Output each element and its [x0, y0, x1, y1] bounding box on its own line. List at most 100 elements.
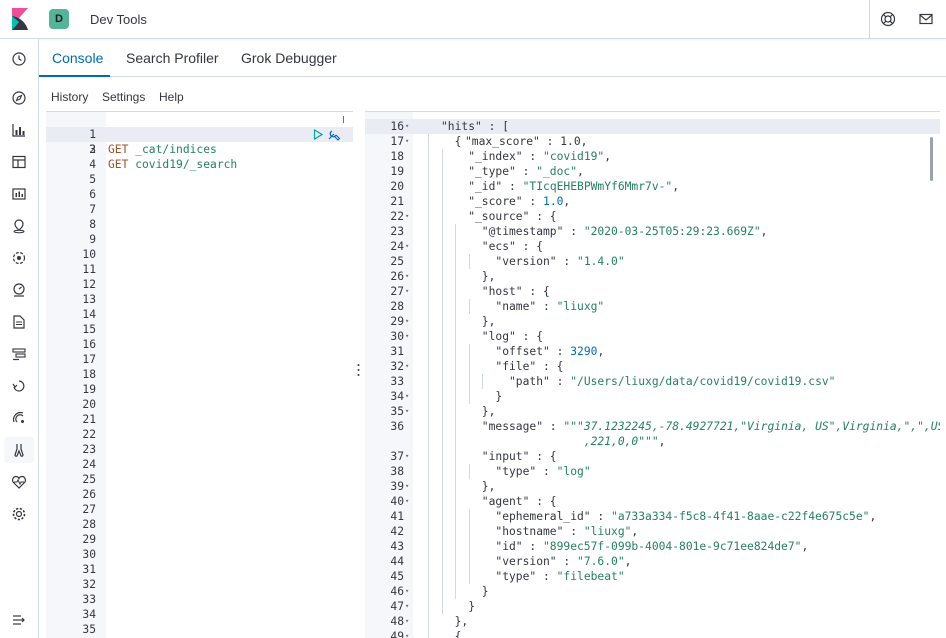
fold-toggle-icon[interactable]: ▾ — [405, 497, 410, 505]
indent-guide — [428, 389, 429, 404]
code-token: "TIcqEHEBPWmYf6Mmr7v-" — [522, 180, 673, 193]
code-token: , — [672, 180, 680, 193]
apm-icon[interactable] — [11, 346, 27, 362]
kibana-logo[interactable] — [10, 8, 30, 30]
line-number: 21 — [390, 195, 404, 208]
line-number: 31 — [390, 345, 404, 358]
settings-link[interactable]: Settings — [102, 90, 146, 104]
output-line: 40▾"agent" : { — [365, 494, 940, 509]
fold-toggle-icon[interactable]: ▾ — [405, 362, 410, 370]
line-number: 47 — [390, 600, 404, 613]
fold-toggle-icon[interactable]: ▾ — [405, 317, 410, 325]
tab-search-profiler[interactable]: Search Profiler — [126, 50, 219, 66]
line-number: 24 — [390, 240, 404, 253]
code-token: "7.6.0" — [577, 555, 625, 568]
line-number: 28 — [390, 300, 404, 313]
history-link[interactable]: History — [51, 90, 89, 104]
editor-line[interactable]: 1 GET _cat/indices — [46, 112, 217, 156]
logs-icon[interactable] — [11, 314, 27, 330]
indent-guide — [455, 314, 457, 329]
fold-toggle-icon[interactable]: ▾ — [405, 287, 410, 295]
canvas-icon[interactable] — [11, 186, 27, 202]
fold-toggle-icon[interactable]: ▾ — [405, 407, 410, 415]
output-code: } — [468, 599, 475, 614]
indent-guide — [455, 509, 457, 524]
fold-toggle-icon[interactable]: ▾ — [405, 617, 410, 625]
fold-toggle-icon[interactable]: ▾ — [405, 632, 410, 638]
compass-icon[interactable] — [11, 90, 27, 106]
fold-toggle-icon[interactable]: ▾ — [405, 392, 410, 400]
line-number: 11 — [82, 263, 96, 276]
fold-toggle-icon[interactable]: ▾ — [405, 332, 410, 340]
clock-icon[interactable] — [11, 51, 27, 67]
monitoring-icon[interactable] — [11, 474, 27, 490]
fold-toggle-icon[interactable]: ▾ — [405, 587, 410, 595]
play-icon[interactable] — [313, 129, 323, 140]
output-line: 31"offset" : 3290, — [365, 344, 940, 359]
line-number: 29 — [390, 315, 404, 328]
fold-toggle-icon[interactable]: ▾ — [405, 137, 410, 145]
fold-toggle-icon[interactable]: ▾ — [405, 452, 410, 460]
tab-console[interactable]: Console — [52, 50, 104, 66]
indent-guide — [428, 284, 429, 299]
fold-toggle-icon[interactable]: ▾ — [405, 122, 410, 130]
line-number: 24 — [82, 458, 96, 471]
ml-icon[interactable] — [11, 250, 27, 266]
line-number: 49 — [390, 630, 404, 638]
metrics-icon[interactable] — [11, 282, 27, 298]
fold-toggle-icon[interactable]: ▾ — [405, 272, 410, 280]
code-token: ,221,0,0""" — [481, 435, 659, 448]
http-method: GET — [108, 143, 129, 156]
siem-icon[interactable] — [11, 410, 27, 426]
code-token: "message" : — [481, 420, 564, 433]
code-token: "version" : — [495, 555, 578, 568]
output-line: 22▾"_source" : { — [365, 209, 940, 224]
code-token: "899ec57f-099b-4004-801e-9c71ee824de7" — [543, 540, 802, 553]
indent-guide — [455, 539, 457, 554]
code-token: , — [658, 435, 666, 448]
code-token: "agent" : { — [481, 495, 557, 508]
response-output[interactable]: 15 "max_score" : 1.0, 16▾"hits" : [17▾{1… — [365, 111, 940, 638]
wrench-icon[interactable] — [327, 128, 341, 141]
dev-tools-icon[interactable] — [11, 442, 27, 458]
line-number: 10 — [82, 248, 96, 261]
fold-toggle-icon[interactable]: ▾ — [405, 602, 410, 610]
output-line: 39▾}, — [365, 479, 940, 494]
output-code: "message" : """37.1232245,-78.4927721,"V… — [482, 419, 940, 434]
tab-grok-debugger[interactable]: Grok Debugger — [241, 50, 337, 66]
gear-icon[interactable] — [11, 506, 27, 522]
dashboard-icon[interactable] — [11, 154, 27, 170]
output-code: "_id" : "TIcqEHEBPWmYf6Mmr7v-", — [468, 179, 679, 194]
help-icon[interactable] — [880, 11, 896, 27]
output-line: 38"type" : "log" — [365, 464, 940, 479]
line-number: 43 — [390, 540, 404, 553]
drag-handle-icon[interactable] — [357, 363, 360, 377]
fold-toggle-icon[interactable]: ▾ — [405, 212, 410, 220]
visualize-icon[interactable] — [11, 122, 27, 138]
fold-toggle-icon[interactable]: ▾ — [405, 242, 410, 250]
space-avatar[interactable]: D — [49, 9, 69, 29]
indent-guide — [441, 374, 443, 389]
indent-guide — [441, 494, 443, 509]
collapse-nav-icon[interactable] — [11, 612, 27, 628]
uptime-icon[interactable] — [11, 378, 27, 394]
editor-line[interactable]: 2 GET covid19/_search — [46, 127, 237, 171]
request-editor[interactable]: 1 GET _cat/indices 2 GET covid19/_search… — [46, 111, 353, 638]
line-number: 27 — [390, 285, 404, 298]
indent-guide — [468, 509, 470, 524]
fold-toggle-icon[interactable]: ▾ — [405, 482, 410, 490]
maps-icon[interactable] — [11, 218, 27, 234]
indent-guide — [455, 299, 457, 314]
indent-guide — [455, 464, 457, 479]
output-code: "version" : "7.6.0", — [495, 554, 631, 569]
output-scrollbar[interactable] — [930, 137, 933, 181]
indent-guide — [428, 269, 429, 284]
output-code: }, — [482, 269, 496, 284]
mail-icon[interactable] — [918, 11, 934, 27]
code-token: } — [495, 390, 503, 403]
line-number: 38 — [390, 465, 404, 478]
output-line: ,221,0,0""", — [365, 434, 940, 449]
line-number: 33 — [390, 375, 404, 388]
help-link[interactable]: Help — [159, 90, 184, 104]
line-number: 4 — [89, 158, 96, 171]
